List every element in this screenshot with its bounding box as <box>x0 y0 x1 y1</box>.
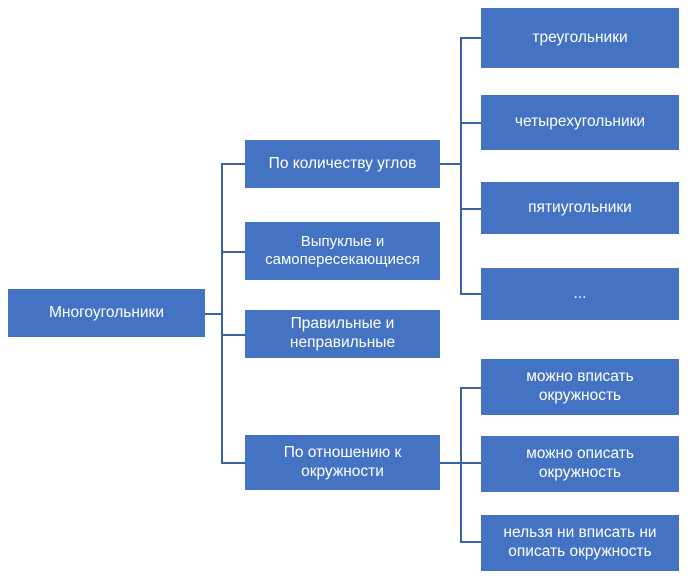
connector-branch4-stub <box>440 462 462 464</box>
node-leaf-1-label: треугольники <box>532 28 628 46</box>
node-leaf-mozhno-opisat-okruzhnost[interactable]: можно описать окружность <box>481 436 679 492</box>
connector-branch1-to-leaf-4 <box>460 293 481 295</box>
node-leaf-ellipsis[interactable]: ... <box>481 268 679 320</box>
node-leaf-chetyrehugolniki[interactable]: четырехугольники <box>481 95 679 150</box>
node-branch-1-label: По количеству углов <box>268 154 417 172</box>
node-branch-4-label: По отношению к окружности <box>283 443 402 480</box>
connector-root-stub <box>205 313 223 315</box>
node-root-mnogougolniki[interactable]: Многоугольники <box>8 289 205 337</box>
connector-branch1-stub <box>440 163 462 165</box>
node-leaf-mozhno-vpisat-okruzhnost[interactable]: можно вписать окружность <box>481 359 679 415</box>
node-branch-vypuklye-i-samoperesekayushchiesya[interactable]: Выпуклые и самопересекающиеся <box>245 222 440 280</box>
node-root-label: Многоугольники <box>49 303 164 321</box>
node-branch-3-label: Правильные и неправильные <box>289 315 396 351</box>
node-leaf-pyatiugolniki[interactable]: пятиугольники <box>481 182 679 234</box>
connector-branch1-to-leaf-2 <box>460 122 481 124</box>
connector-branch4-spine <box>460 388 462 543</box>
node-branch-po-kolichestvu-uglov[interactable]: По количеству углов <box>245 140 440 188</box>
connector-branch4-to-leaf-3 <box>460 541 481 543</box>
node-leaf-7-label: нельзя ни вписать ни описать окружность <box>503 524 657 560</box>
connector-branch-spine <box>221 164 223 463</box>
connector-spine-to-branch-1 <box>221 163 245 165</box>
connector-branch1-to-leaf-3 <box>460 208 481 210</box>
connector-branch1-spine <box>460 38 462 295</box>
connector-branch4-to-leaf-1 <box>460 387 481 389</box>
connector-branch4-to-leaf-2 <box>460 462 481 464</box>
node-branch-po-otnosheniyu-k-okruzhnosti[interactable]: По отношению к окружности <box>245 435 440 490</box>
node-leaf-nelzya-ni-vpisat-ni-opisat-okruzhnost[interactable]: нельзя ни вписать ни описать окружность <box>481 515 679 571</box>
connector-spine-to-branch-2 <box>221 251 245 253</box>
connector-spine-to-branch-3 <box>221 334 245 336</box>
node-leaf-4-label: ... <box>573 284 587 302</box>
node-leaf-5-label: можно вписать окружность <box>526 368 634 404</box>
node-branch-2-label: Выпуклые и самопересекающиеся <box>265 232 420 268</box>
connector-branch1-to-leaf-1 <box>460 37 481 39</box>
node-leaf-2-label: четырехугольники <box>514 113 646 131</box>
node-leaf-treugolniki[interactable]: треугольники <box>481 8 679 68</box>
connector-spine-to-branch-4 <box>221 462 245 464</box>
node-leaf-6-label: можно описать окружность <box>526 445 634 481</box>
node-leaf-3-label: пятиугольники <box>528 198 632 216</box>
node-branch-pravilnye-i-nepravilnye[interactable]: Правильные и неправильные <box>245 310 440 358</box>
